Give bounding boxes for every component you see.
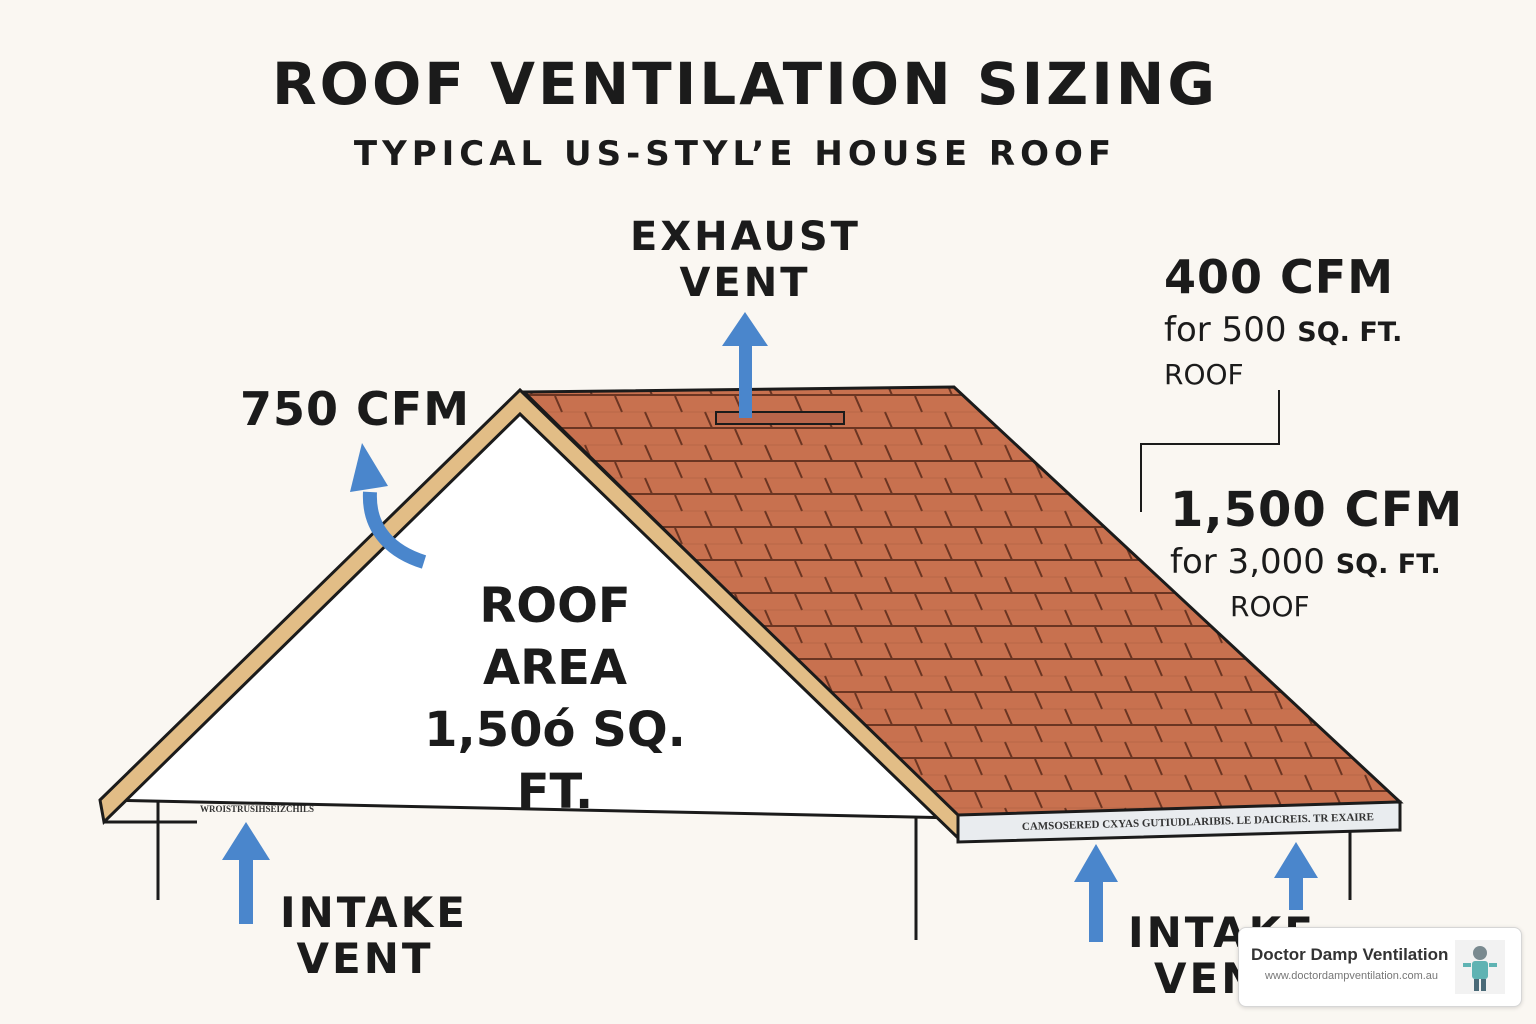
exhaust-arrow [722,312,768,418]
callout-1500-for: for 3,000 SQ. FT. [1170,542,1463,585]
intake-arrow-right-2 [1274,842,1318,910]
intake-left-line1: INTAKE [280,888,468,937]
intake-vent-label-left: INTAKE VENT [280,888,468,983]
roof-area-line3: 1,50ó SQ. FT. [424,702,686,820]
callout-1500-cfm: 1,500 CFM [1170,482,1464,538]
airflow-arrows [222,312,1318,942]
badge-name: Doctor Damp Ventilation [1251,945,1449,964]
exhaust-vent-line2: VENT [679,260,811,306]
callout-1500: 1,500 CFM for 3,000 SQ. FT. ROOF [1170,482,1463,627]
callout-400-unit: SQ. FT. [1297,317,1403,348]
ridge-vent [715,411,845,425]
intake-arrow-left [222,822,270,924]
badge-url[interactable]: www.doctordampventilation.com.au [1265,970,1439,982]
page-subtitle: TYPICAL US-STYL’E HOUSE ROOF [353,134,1117,174]
roof-area-line2: AREA [482,640,628,696]
callout-400-cfm: 400 CFM [1164,250,1394,304]
page-title: ROOF VENTILATION SIZING [272,50,1218,118]
gable-arrow [350,443,427,569]
roof-area-line1: ROOF [479,578,631,634]
eave-text-left: WROISTRUSIHSEIZCHILS [200,804,314,814]
eave-board [956,800,1402,844]
callout-connector [1140,390,1280,512]
ceiling-line [102,798,959,820]
callout-1500-unit: SQ. FT. [1335,549,1441,580]
intake-left-line2: VENT [296,934,434,983]
exhaust-vent-label: EXHAUST VENT [630,214,860,306]
support-posts [103,790,1352,940]
callout-400: 400 CFM for 500 SQ. FT. ROOF [1164,250,1402,395]
badge-logo-icon [1455,940,1505,994]
callout-400-roof: ROOF [1164,358,1244,391]
callout-400-for: for 500 SQ. FT. [1164,310,1402,353]
callout-400-for-text: for 500 [1164,310,1287,350]
callout-1500-roof: ROOF [1230,590,1310,623]
roof-area-label: ROOF AREA 1,50ó SQ. FT. [380,575,730,823]
callout-1500-for-text: for 3,000 [1170,542,1325,582]
left-cfm-label: 750 CFM [240,382,470,436]
exhaust-vent-line1: EXHAUST [630,214,861,260]
gable-wall [103,392,958,818]
watermark-badge[interactable]: Doctor Damp Ventilation www.doctordampve… [1238,927,1522,1007]
intake-arrow-right-1 [1074,844,1118,942]
